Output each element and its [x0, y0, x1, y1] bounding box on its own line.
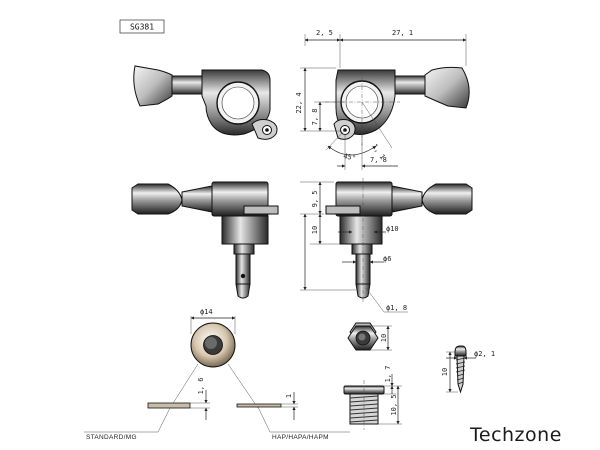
label-hap-hapa-hapm: HAP/HAPA/HAPM — [272, 434, 329, 441]
side-view-right — [325, 178, 473, 302]
dim-2-5: 2, 5 — [316, 29, 333, 37]
dim-10-vertical: 10 — [311, 226, 319, 234]
dim-10-nut: 10 — [380, 334, 388, 342]
washer-profile-standard: 1, 6 STANDARD/MG — [84, 378, 210, 441]
dim-10-5: 10, 5 — [390, 394, 398, 415]
dimension-side: 9, 5 10 ϕ10 ϕ6 ϕ1, 8 — [300, 181, 408, 313]
model-code-box: SG381 — [119, 19, 165, 34]
dim-27-1: 27, 1 — [392, 29, 413, 37]
dim-phi10: ϕ10 — [386, 225, 399, 233]
dim-phi2-1: ϕ2, 1 — [474, 350, 495, 358]
dim-45-degree: 45° — [343, 152, 357, 162]
dim-phi14: ϕ14 — [200, 308, 213, 316]
dim-7-8-horizontal: 7, 8 — [370, 156, 387, 164]
dim-9-5: 9, 5 — [311, 191, 319, 208]
dim-1: 1 — [285, 394, 293, 398]
brand-wordmark: Techzone — [469, 424, 562, 446]
front-view-right — [325, 66, 470, 146]
dim-1-6: 1, 6 — [197, 378, 205, 395]
dimension-top: 2, 5 27, 1 — [304, 29, 467, 68]
model-code: SG381 — [130, 23, 154, 32]
dim-10-screw: 10 — [441, 368, 449, 376]
washer: ϕ14 — [169, 308, 259, 409]
front-view-left — [133, 65, 278, 140]
dim-22-4: 22, 4 — [295, 92, 303, 113]
dim-phi1-8: ϕ1, 8 — [386, 304, 407, 312]
dimension-left-vertical: 22, 4 7, 8 — [295, 67, 344, 132]
label-standard-mg: STANDARD/MG — [86, 434, 137, 441]
washer-profile-hap: 1 HAP/HAPA/HAPM — [236, 392, 350, 441]
hex-nut: 10 — [347, 322, 392, 351]
side-view-left — [131, 181, 279, 299]
dim-phi6: ϕ6 — [383, 255, 391, 263]
bushing: 1, 7 10, 5 — [343, 366, 402, 430]
mounting-screw: 10 ϕ2, 1 — [441, 345, 495, 394]
dim-7-8-vertical: 7, 8 — [311, 109, 319, 126]
dim-1-7: 1, 7 — [384, 366, 392, 383]
